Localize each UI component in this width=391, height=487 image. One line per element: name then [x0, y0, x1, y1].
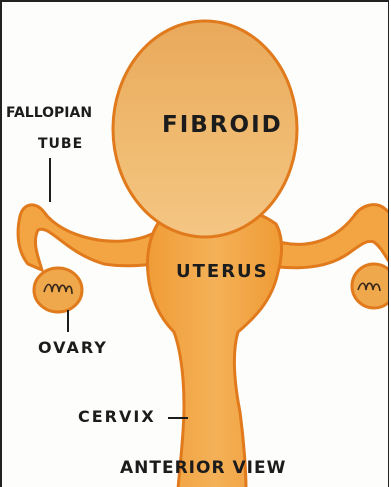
- cervix-label: CERVIX: [78, 407, 156, 426]
- ovary-label: OVARY: [38, 338, 108, 357]
- ovary-right: [352, 264, 389, 308]
- view-caption: ANTERIOR VIEW: [120, 458, 286, 478]
- fallopian-label: FALLOPIAN: [6, 105, 92, 121]
- uterus-body: [148, 206, 282, 487]
- fibroid-label: FIBROID: [162, 112, 283, 138]
- fallopian-tube-right: [268, 205, 389, 268]
- fallopian-tube-left: [18, 205, 156, 270]
- uterus-label: UTERUS: [176, 261, 269, 282]
- tube-label: TUBE: [38, 136, 83, 152]
